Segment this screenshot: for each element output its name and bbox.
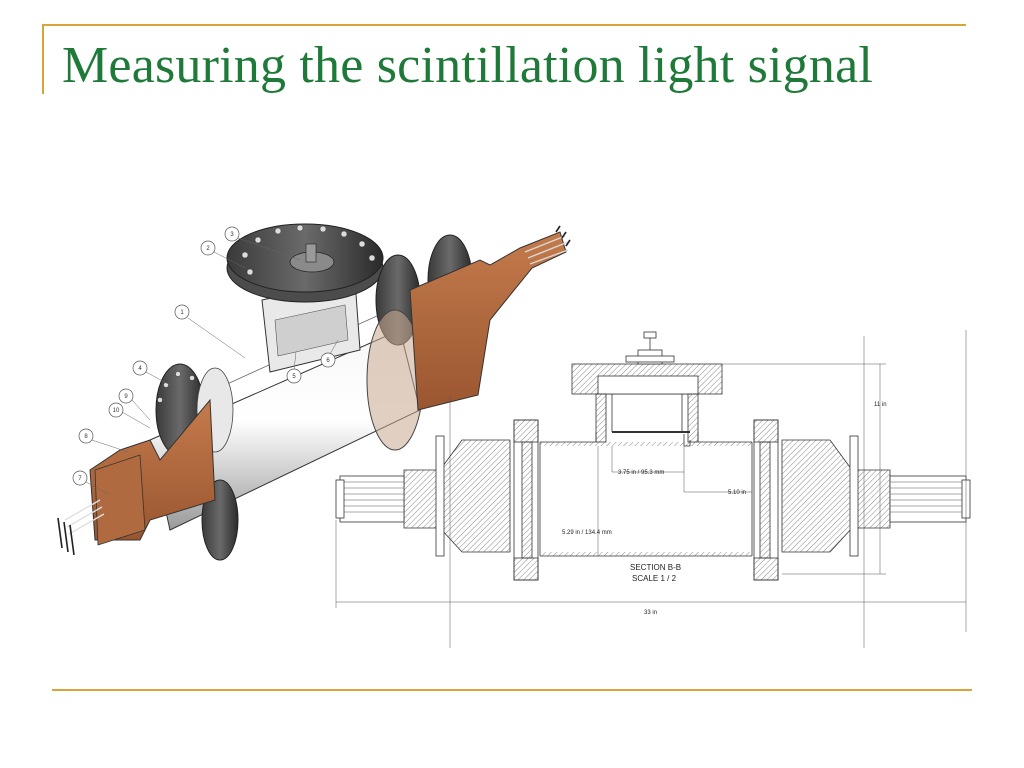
svg-text:4: 4 (138, 366, 142, 372)
title-accent-left-rule (42, 24, 44, 94)
balloon-10: 10 (108, 402, 151, 429)
balloon-2: 2 (200, 240, 246, 269)
balloon-8: 8 (78, 428, 129, 453)
balloon-6: 6 (320, 339, 339, 368)
balloon-5: 5 (286, 351, 302, 384)
dim-height-left: 5.29 in / 134.4 mm (562, 530, 612, 536)
section-right-pmt-rods (889, 475, 967, 523)
footer-accent-rule (52, 689, 972, 691)
balloon-9: 9 (118, 388, 151, 421)
cutaway-3d-view: 1 2 3 4 5 (57, 223, 571, 561)
svg-text:2: 2 (206, 246, 210, 252)
title-accent-top-rule (42, 24, 966, 26)
section-drawing (335, 330, 971, 648)
svg-text:6: 6 (326, 358, 330, 364)
section-labels: 3.75 in / 95.3 mm 5.29 in / 134.4 mm 5.1… (562, 402, 887, 616)
svg-text:8: 8 (84, 434, 88, 440)
right-copper-pmt-mount (409, 231, 567, 411)
balloon-7: 7 (72, 470, 111, 496)
balloon-1: 1 (174, 304, 246, 359)
dim-right-offset: 5.10 in (728, 490, 746, 496)
part-balloons: 1 2 3 4 5 (72, 226, 339, 496)
svg-text:9: 9 (124, 394, 128, 400)
dim-total-length: 33 in (644, 610, 657, 616)
svg-text:1: 1 (180, 310, 184, 316)
dim-total-height: 11 in (874, 402, 887, 408)
slide-title: Measuring the scintillation light signal (62, 37, 874, 94)
svg-text:3: 3 (230, 232, 234, 238)
section-label: SECTION B-B (630, 563, 681, 572)
section-right-pmt-cone (781, 439, 891, 553)
scale-label: SCALE 1 / 2 (632, 574, 677, 583)
section-left-pmt-rods (339, 475, 405, 523)
svg-text:5: 5 (292, 374, 296, 380)
dim-inner-offset: 3.75 in / 95.3 mm (618, 470, 664, 476)
svg-text:7: 7 (78, 476, 82, 482)
section-left-pmt-cone (403, 439, 511, 553)
balloon-4: 4 (132, 360, 171, 386)
balloon-3: 3 (224, 226, 301, 261)
svg-text:10: 10 (113, 408, 120, 414)
